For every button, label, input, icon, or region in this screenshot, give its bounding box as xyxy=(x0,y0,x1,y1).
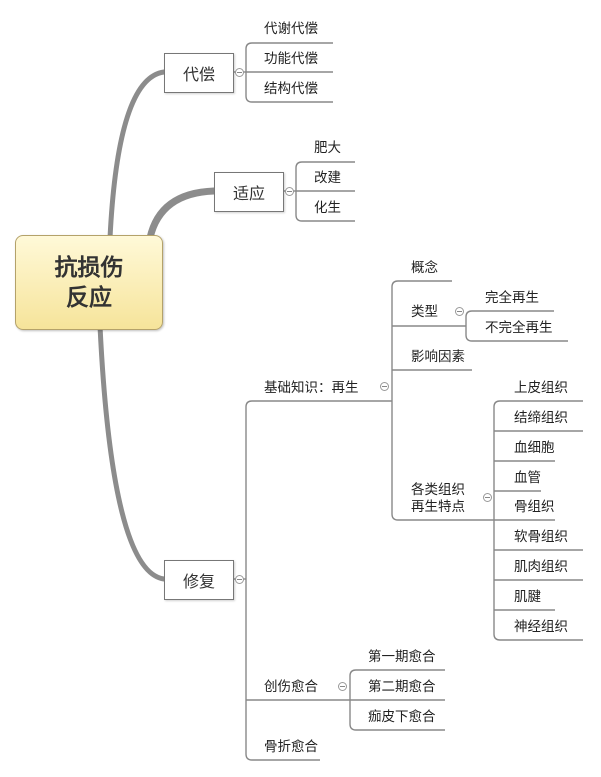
subtopic-structural-compensation[interactable]: 结构代偿 xyxy=(264,81,318,97)
subtopic-regeneration-basics[interactable]: 基础知识：再生 xyxy=(264,380,359,396)
subtopic-wound-healing[interactable]: 创伤愈合 xyxy=(264,679,318,695)
subtopic-connective-tissue[interactable]: 结缔组织 xyxy=(514,410,568,426)
topic-repair-label: 修复 xyxy=(182,572,215,591)
topic-compensation[interactable]: 代偿 xyxy=(164,53,234,93)
root-title-line1: 抗损伤 xyxy=(54,254,124,281)
subtopic-cartilage-tissue[interactable]: 软骨组织 xyxy=(514,529,568,545)
subtopic-nerve-tissue[interactable]: 神经组织 xyxy=(514,619,568,635)
subtopic-tendon[interactable]: 肌腱 xyxy=(514,589,541,605)
subtopic-epithelial-tissue[interactable]: 上皮组织 xyxy=(514,380,568,396)
collapse-icon[interactable] xyxy=(235,575,244,584)
subtopic-blood-vessels[interactable]: 血管 xyxy=(514,470,541,486)
subtopic-incomplete-regeneration[interactable]: 不完全再生 xyxy=(485,320,553,336)
subtopic-primary-healing[interactable]: 第一期愈合 xyxy=(368,649,436,665)
subtopic-metabolic-compensation[interactable]: 代谢代偿 xyxy=(264,21,318,37)
subtopic-types[interactable]: 类型 xyxy=(411,304,438,320)
root-topic[interactable]: 抗损伤 反应 xyxy=(15,235,163,330)
topic-adaptation-label: 适应 xyxy=(232,184,265,203)
subtopic-hypertrophy[interactable]: 肥大 xyxy=(314,140,341,156)
topic-repair[interactable]: 修复 xyxy=(164,560,234,600)
subtopic-functional-compensation[interactable]: 功能代偿 xyxy=(264,51,318,67)
subtopic-tissue-line1: 各类组织 xyxy=(411,482,465,498)
subtopic-secondary-healing[interactable]: 第二期愈合 xyxy=(368,679,436,695)
collapse-icon[interactable] xyxy=(455,307,464,316)
subtopic-concept[interactable]: 概念 xyxy=(411,260,438,276)
topic-adaptation[interactable]: 适应 xyxy=(214,172,284,212)
subtopic-metaplasia[interactable]: 化生 xyxy=(314,200,341,216)
collapse-icon[interactable] xyxy=(483,493,492,502)
subtopic-fracture-healing[interactable]: 骨折愈合 xyxy=(264,739,318,755)
root-title-line2: 反应 xyxy=(66,284,112,311)
subtopic-tissue-line2: 再生特点 xyxy=(411,499,465,515)
subtopic-muscle-tissue[interactable]: 肌肉组织 xyxy=(514,559,568,575)
subtopic-remodeling[interactable]: 改建 xyxy=(314,170,341,186)
subtopic-bone-tissue[interactable]: 骨组织 xyxy=(514,499,555,515)
subtopic-blood-cells[interactable]: 血细胞 xyxy=(514,440,555,456)
collapse-icon[interactable] xyxy=(235,68,244,77)
subtopic-complete-regeneration[interactable]: 完全再生 xyxy=(485,290,539,306)
collapse-icon[interactable] xyxy=(285,187,294,196)
collapse-icon[interactable] xyxy=(380,382,389,391)
topic-compensation-label: 代偿 xyxy=(182,65,215,84)
subtopic-subcrustal-healing[interactable]: 痂皮下愈合 xyxy=(368,709,436,725)
collapse-icon[interactable] xyxy=(338,682,347,691)
subtopic-influencing-factors[interactable]: 影响因素 xyxy=(411,349,465,365)
subtopic-tissue-regeneration[interactable]: 各类组织 再生特点 xyxy=(411,482,465,516)
